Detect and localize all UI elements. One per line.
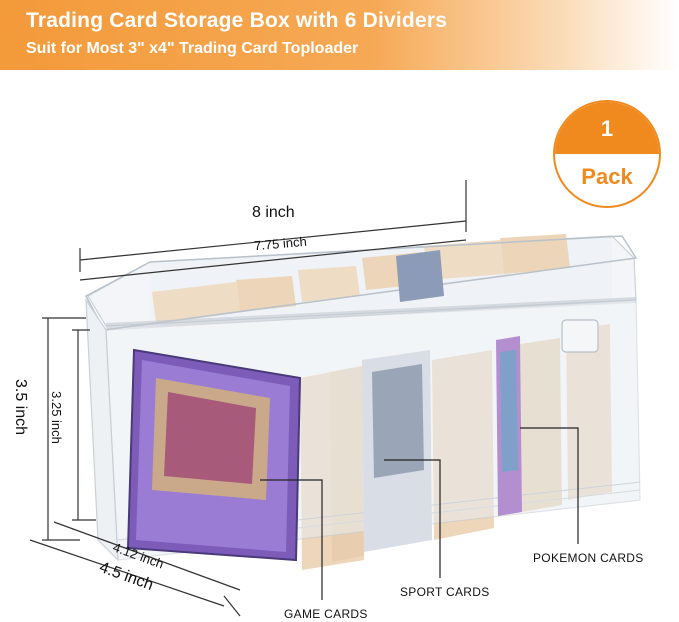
badge-count: 1 [555,102,659,154]
box-clasp-right [561,319,599,353]
dimension-lines [29,180,467,617]
banner-title: Trading Card Storage Box with 6 Dividers [26,9,448,32]
callout-game-cards: GAME CARDS [284,607,368,621]
banner-subtitle: Suit for Most 3" x4" Trading Card Toploa… [26,40,359,57]
callout-pokemon-cards: POKEMON CARDS [533,551,644,565]
pack-count-badge: 1 Pack [553,100,661,208]
pokemon-card [496,336,522,516]
game-card [126,348,302,562]
dimension-outer-height: 3.5 inch [12,378,30,436]
back-card [396,250,444,302]
callout-lines [260,427,579,600]
callout-sport-cards: SPORT CARDS [400,585,490,599]
dimension-outer-length: 8 inch [252,204,295,221]
sport-card [362,350,432,552]
header-banner: Trading Card Storage Box with 6 Dividers… [0,0,679,70]
dimension-inner-height: 3.25 inch [48,391,64,444]
badge-unit: Pack [581,164,633,189]
